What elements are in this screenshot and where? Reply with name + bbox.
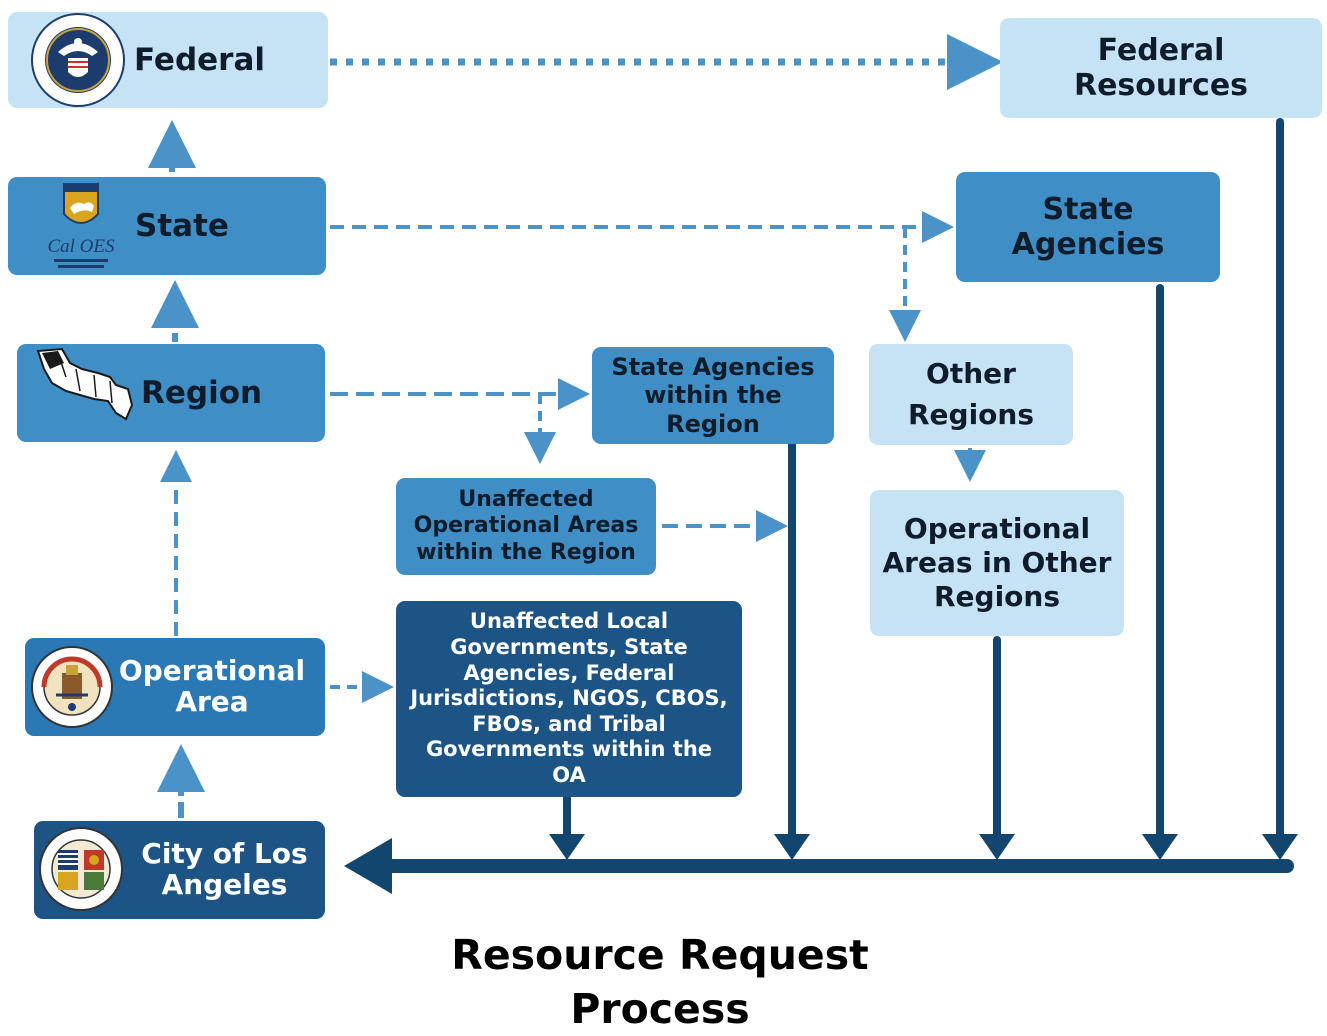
node-unaffected-oa: Unaffected Operational Areas within the … [396, 478, 656, 575]
node-state-agencies: State Agencies [956, 172, 1220, 282]
node-operational-area-label: Operational Area [118, 654, 306, 718]
svg-text:Cal OES: Cal OES [47, 236, 115, 257]
node-state-agencies-region: State Agencies within the Region [592, 347, 834, 444]
node-federal-label: Federal [134, 41, 265, 78]
node-state-agencies-label: State Agencies [1011, 191, 1165, 262]
arrowhead-unaffected-local [549, 834, 585, 860]
node-city-label: City of Los Angeles [141, 837, 308, 901]
diagram-title-text: Resource Request Process [451, 931, 869, 1033]
dashed-flow-arrows [148, 34, 1003, 818]
region-map-icon [36, 347, 134, 421]
node-unaffected-oa-label: Unaffected Operational Areas within the … [413, 486, 639, 565]
arrowhead-federal-resources [1262, 834, 1298, 860]
node-federal-resources-label: Federal Resources [1073, 32, 1249, 103]
node-oa-other-regions-label: Operational Areas in Other Regions [882, 511, 1112, 614]
node-state-label: State [135, 207, 229, 244]
diagram-title: Resource Request Process [330, 928, 990, 1036]
return-arrowheads [344, 834, 1298, 894]
node-unaffected-local: Unaffected Local Governments, State Agen… [396, 601, 742, 797]
arrowhead-state-agencies [1142, 834, 1178, 860]
arrowhead-to-city [344, 838, 392, 894]
dhs-seal-icon [31, 13, 125, 107]
node-other-regions: Other Regions [869, 344, 1073, 445]
cal-oes-logo-icon: Cal OES [47, 183, 115, 268]
arrowhead-state-agencies-region [774, 834, 810, 860]
city-of-la-seal-icon [39, 827, 123, 911]
node-region-label: Region [141, 374, 263, 411]
node-state: State [8, 177, 326, 275]
node-federal-resources: Federal Resources [1000, 18, 1322, 118]
arrowhead-oa-other-regions [979, 834, 1015, 860]
resource-return-lines [378, 118, 1294, 873]
la-county-seal-icon [31, 646, 113, 728]
node-unaffected-local-label: Unaffected Local Governments, State Agen… [410, 609, 728, 788]
node-oa-other-regions: Operational Areas in Other Regions [870, 490, 1124, 636]
node-other-regions-label: Other Regions [907, 356, 1035, 431]
node-state-agencies-region-label: State Agencies within the Region [611, 353, 815, 438]
